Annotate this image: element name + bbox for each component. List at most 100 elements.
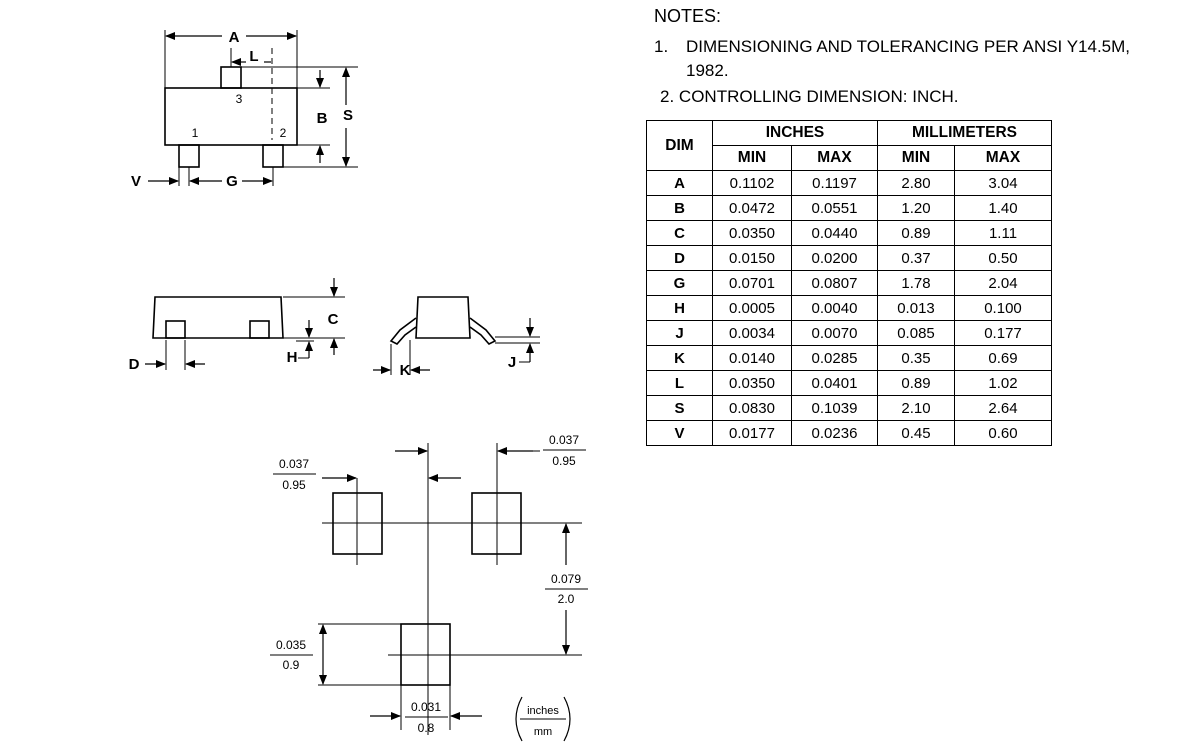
inches-max-cell: 0.0200	[791, 245, 878, 271]
inches-max-cell: 0.0040	[791, 295, 878, 321]
side-body	[152, 296, 284, 339]
notes-heading: NOTES:	[654, 6, 722, 26]
dim-cell: V	[646, 420, 713, 446]
dim-cell: B	[646, 195, 713, 221]
note-2: 2. CONTROLLING DIMENSION: INCH.	[654, 85, 1174, 109]
mm-max-cell: 2.64	[954, 395, 1052, 421]
inches-max-cell: 0.0401	[791, 370, 878, 396]
inches-max-cell: 0.0236	[791, 420, 878, 446]
mm-max-cell: 1.02	[954, 370, 1052, 396]
label-L: L	[249, 48, 258, 65]
end-body	[415, 296, 471, 339]
note-2-text: CONTROLLING DIMENSION: INCH.	[678, 87, 959, 106]
label-J: J	[508, 354, 516, 371]
pin1-lead	[178, 144, 200, 168]
dim-cell: H	[646, 295, 713, 321]
top-view-body	[164, 87, 298, 146]
inches-min-cell: 0.1102	[712, 170, 792, 196]
inches-header: INCHES	[712, 120, 878, 146]
mm-min-cell: 2.80	[877, 170, 955, 196]
pin2-number: 2	[280, 126, 287, 140]
inches-max-cell: 0.0070	[791, 320, 878, 346]
label-B: B	[317, 110, 328, 127]
footprint-drawing	[270, 443, 588, 742]
dim-cell: A	[646, 170, 713, 196]
inches-max-cell: 0.0285	[791, 345, 878, 371]
mm-max-cell: 3.04	[954, 170, 1052, 196]
top-view	[148, 30, 358, 186]
pin3-lead	[220, 66, 242, 89]
fp-pad-height-mm: 0.9	[283, 658, 300, 672]
fp-pad-height-inches: 0.035	[276, 638, 306, 652]
mm-max-cell: 0.50	[954, 245, 1052, 271]
label-G: G	[226, 173, 238, 190]
side-lead-right	[249, 320, 270, 339]
mm-max-cell: 0.100	[954, 295, 1052, 321]
mm-min-cell: 2.10	[877, 395, 955, 421]
inches-max-cell: 0.0551	[791, 195, 878, 221]
note-1: 1. DIMENSIONING AND TOLERANCING PER ANSI…	[654, 35, 1174, 83]
mm-min-cell: 0.013	[877, 295, 955, 321]
dim-cell: S	[646, 395, 713, 421]
inches-min-cell: 0.0150	[712, 245, 792, 271]
mm-max-cell: 0.60	[954, 420, 1052, 446]
dim-cell: J	[646, 320, 713, 346]
note-2-number: 2.	[660, 87, 675, 106]
fp-top-left-inches: 0.037	[279, 457, 309, 471]
mm-min-cell: 0.37	[877, 245, 955, 271]
pin1-number: 1	[192, 126, 199, 140]
inches-min-cell: 0.0140	[712, 345, 792, 371]
side-view-end	[373, 296, 540, 375]
inches-min-cell: 0.0472	[712, 195, 792, 221]
label-K: K	[400, 362, 411, 379]
fp-top-right-inches: 0.037	[549, 433, 579, 447]
dim-header: DIM	[646, 120, 713, 171]
note-1-text: DIMENSIONING AND TOLERANCING PER ANSI Y1…	[686, 37, 1131, 80]
mm-min-cell: 1.78	[877, 270, 955, 296]
dim-cell: K	[646, 345, 713, 371]
label-C: C	[328, 311, 339, 328]
mm-max-cell: 1.40	[954, 195, 1052, 221]
mm-min-cell: 0.89	[877, 370, 955, 396]
mm-min-cell: 0.35	[877, 345, 955, 371]
mm-max-cell: 0.177	[954, 320, 1052, 346]
dim-cell: G	[646, 270, 713, 296]
mm-min-cell: 0.45	[877, 420, 955, 446]
mm-max-header: MAX	[954, 145, 1052, 171]
table-header-row: DIM INCHES MILLIMETERS	[646, 120, 1052, 171]
mm-min-header: MIN	[877, 145, 955, 171]
label-V: V	[131, 173, 141, 190]
table-subheader-row: MIN MAX MIN MAX	[647, 145, 1052, 171]
mm-max-cell: 1.11	[954, 220, 1052, 246]
dim-cell: D	[646, 245, 713, 271]
fp-pad-width-mm: 0.8	[418, 721, 435, 735]
dimension-table: DIM INCHES MILLIMETERS MIN MAX MIN MAX A…	[646, 120, 1052, 446]
fp-pad-width-inches: 0.031	[411, 700, 441, 714]
inches-max-cell: 0.0440	[791, 220, 878, 246]
inches-min-cell: 0.0830	[712, 395, 792, 421]
inches-max-cell: 0.1197	[791, 170, 878, 196]
inches-max-header: MAX	[791, 145, 878, 171]
inches-min-header: MIN	[712, 145, 792, 171]
notes-section: NOTES: 1. DIMENSIONING AND TOLERANCING P…	[654, 6, 1174, 109]
mm-max-cell: 2.04	[954, 270, 1052, 296]
side-lead-left	[165, 320, 186, 339]
label-D: D	[129, 356, 140, 373]
label-A: A	[229, 29, 240, 46]
pin3-number: 3	[236, 92, 243, 106]
pin2-lead	[262, 144, 284, 168]
inches-min-cell: 0.0034	[712, 320, 792, 346]
mm-min-cell: 1.20	[877, 195, 955, 221]
inches-min-cell: 0.0701	[712, 270, 792, 296]
mm-min-cell: 0.085	[877, 320, 955, 346]
note-1-number: 1.	[654, 37, 669, 56]
